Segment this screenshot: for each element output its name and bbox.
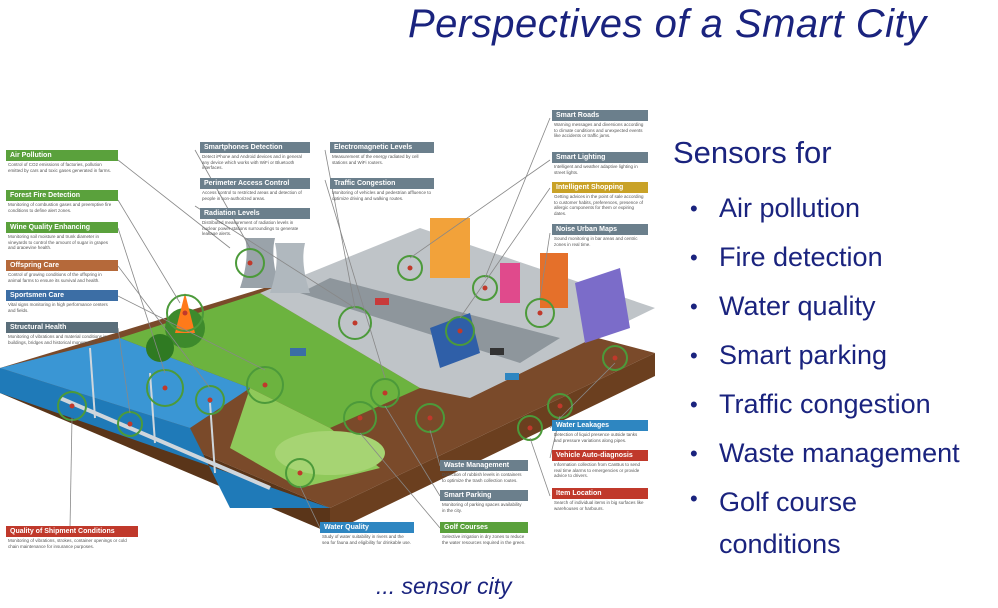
city-isometric-drawing [0, 117, 655, 533]
bullet-item: Waste management [690, 429, 960, 478]
label-waste-management: Waste Management Detection of rubbish le… [440, 460, 528, 487]
label-smart-roads: Smart Roads Warning messages and diversi… [552, 110, 648, 143]
bullet-item: Golf course conditions [690, 478, 899, 565]
slide-title: Perspectives of a Smart City [408, 2, 927, 46]
label-water-leakages: Water Leakages Detection of liquid prese… [552, 420, 648, 447]
label-wine-quality: Wine Quality Enhancing Monitoring soil m… [6, 222, 118, 249]
label-smartphones-detection: Smartphones Detection Detect iPhone and … [200, 142, 310, 169]
label-smart-parking: Smart Parking Monitoring of parking spac… [440, 490, 528, 517]
bullet-item: Traffic congestion [690, 380, 960, 429]
label-electromagnetic-levels: Electromagnetic Levels Measurement of th… [330, 142, 434, 169]
label-vehicle-auto-diagnosis: Vehicle Auto-diagnosis Information colle… [552, 450, 648, 477]
smart-city-illustration: Air Pollution Control of CO2 emissions o… [0, 88, 660, 568]
label-radiation-levels: Radiation Levels Distributed measurement… [200, 208, 310, 235]
label-forest-fire-detection: Forest Fire Detection Monitoring of comb… [6, 190, 118, 217]
bullet-item: Water quality [690, 282, 960, 331]
sensor-bullet-list: Air pollution Fire detection Water quali… [690, 184, 960, 565]
label-intelligent-shopping: Intelligent Shopping Getting advices in … [552, 182, 648, 215]
label-item-location: Item Location Search of individual items… [552, 488, 648, 515]
label-traffic-congestion: Traffic Congestion Monitoring of vehicle… [330, 178, 434, 205]
bullet-item: Air pollution [690, 184, 960, 233]
label-noise-urban-maps: Noise Urban Maps Sound monitoring in bar… [552, 224, 648, 251]
sensors-heading: Sensors for [673, 135, 832, 170]
water-area [0, 368, 330, 508]
label-offspring-care: Offspring Care Control of growing condit… [6, 260, 118, 287]
golf-green [275, 431, 385, 475]
slide-caption: ... sensor city [376, 573, 512, 599]
label-smart-lighting: Smart Lighting Intelligent and weather a… [552, 152, 648, 179]
label-structural-health: Structural Health Monitoring of vibratio… [6, 322, 118, 349]
building [430, 218, 470, 278]
cooling-tower [240, 238, 280, 288]
label-water-quality: Water Quality Study of water suitability… [320, 522, 414, 549]
label-air-pollution: Air Pollution Control of CO2 emissions o… [6, 150, 118, 177]
label-golf-courses: Golf Courses Selective irrigation in dry… [440, 522, 528, 549]
label-shipment-conditions: Quality of Shipment Conditions Monitorin… [6, 526, 138, 553]
bullet-item: Smart parking [690, 331, 960, 380]
label-sportsmen-care: Sportsmen Care Vital signs monitoring in… [6, 290, 118, 317]
bullet-item: Fire detection [690, 233, 960, 282]
label-perimeter-access: Perimeter Access Control Access control … [200, 178, 310, 205]
